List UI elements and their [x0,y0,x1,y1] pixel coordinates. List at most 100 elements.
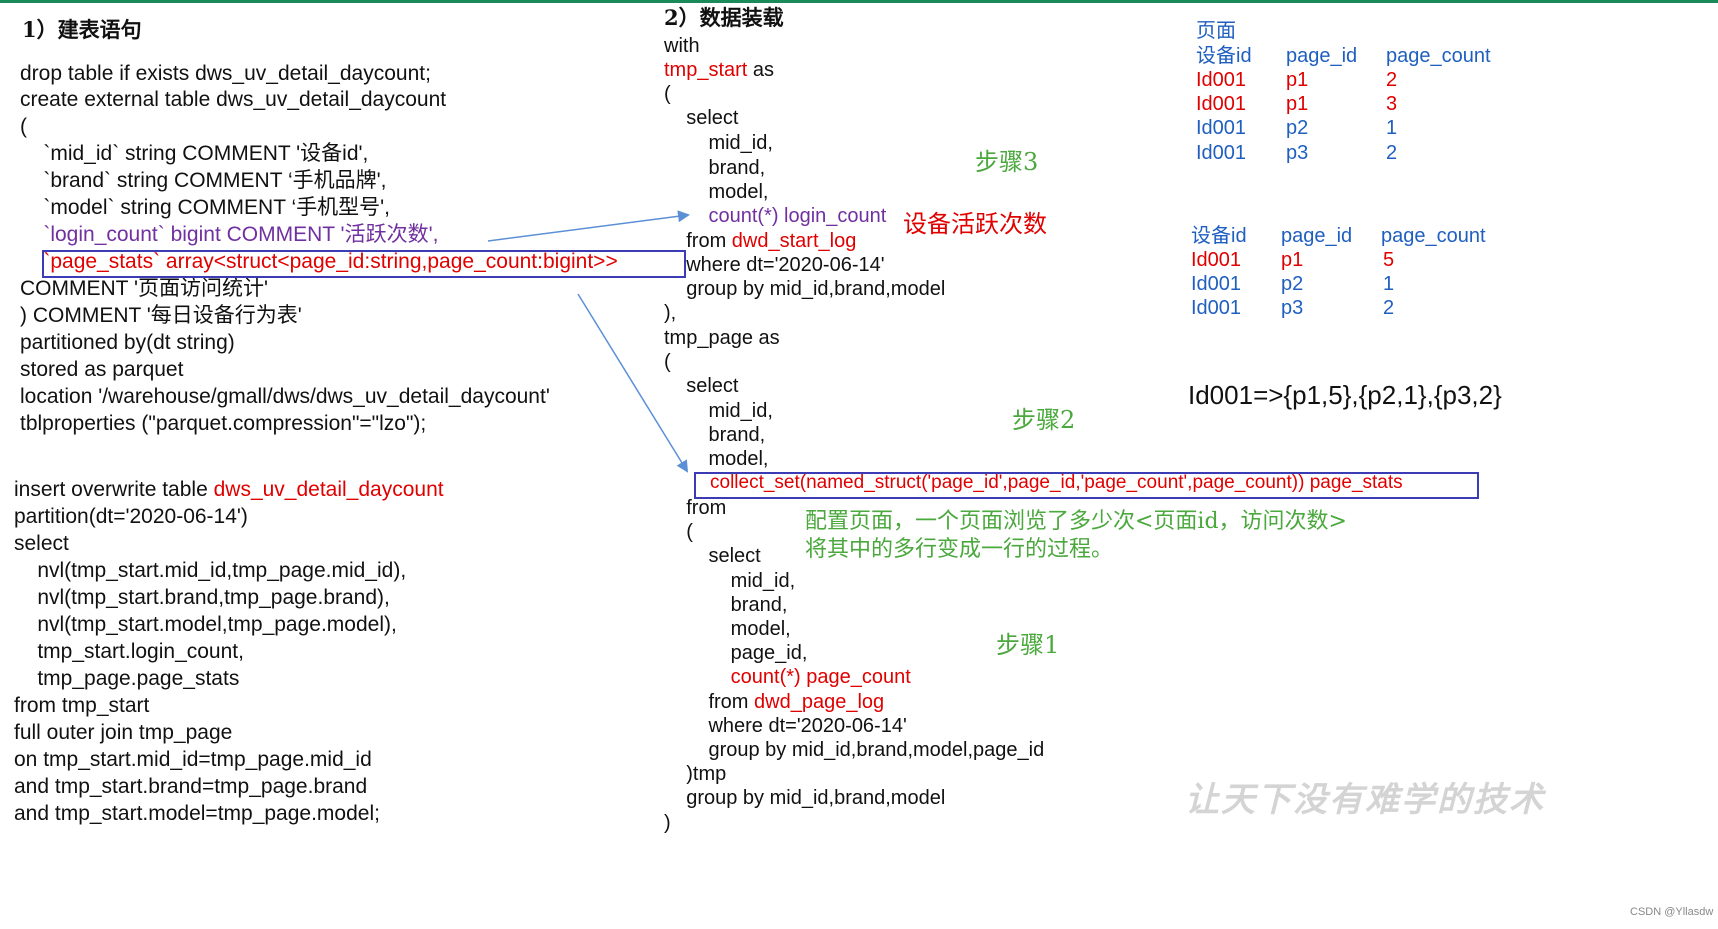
code-line: select [664,107,739,129]
code-line: stored as parquet [20,358,184,381]
code-line-login-count: `login_count` bigint COMMENT '活跃次数', [20,223,439,246]
step1-label: 步骤1 [996,631,1060,659]
code-line: ( [664,351,671,373]
code-line: full outer join tmp_page [14,721,233,744]
collect-set-highlight-box [694,472,1479,499]
watermark: 让天下没有难学的技术 [1185,780,1545,820]
code-line: nvl(tmp_start.mid_id,tmp_page.mid_id), [14,559,407,582]
code-line: nvl(tmp_start.brand,tmp_page.brand), [14,586,390,609]
table2-cell: 1 [1383,273,1395,295]
code-line: COMMENT '页面访问统计' [20,277,268,300]
as-keyword: as [747,59,775,81]
code-line: `mid_id` string COMMENT '设备id', [20,142,369,165]
table1-cell: Id001 [1196,93,1247,115]
code-line: insert overwrite table dws_uv_detail_day… [14,478,444,502]
code-line: tmp_start.login_count, [14,640,244,663]
code-line: where dt='2020-06-14' [664,715,907,737]
code-line: group by mid_id,brand,model [664,787,946,809]
table2-header: 设备id [1191,225,1247,247]
arrow-page-stats [577,293,689,473]
code-line: and tmp_start.brand=tmp_page.brand [14,775,368,798]
table1-cell: Id001 [1196,142,1247,164]
table2-cell: 5 [1383,249,1395,271]
code-line: ), [664,302,677,324]
code-line: tmp_start as [664,58,774,82]
code-line: group by mid_id,brand,model [664,278,946,300]
code-line: brand, [664,157,766,179]
table2-header: page_count [1381,225,1486,247]
tmp-start-name: tmp_start [664,59,748,81]
code-line: tblproperties ("parquet.compression"="lz… [20,412,427,435]
code-line: create external table dws_uv_detail_dayc… [20,88,447,111]
code-line: from dwd_start_log [664,229,856,253]
table2-cell: p3 [1281,297,1304,319]
section1-heading: 1）建表语句 [22,17,142,42]
table2-cell: p2 [1281,273,1304,295]
table1-cell: p2 [1286,117,1309,139]
table1-cell: Id001 [1196,117,1247,139]
code-line: model, [664,448,769,470]
table1-cell: 1 [1386,117,1398,139]
top-accent-bar [0,0,1718,3]
insert-table-name: dws_uv_detail_daycount [213,478,444,501]
table2-header: page_id [1281,225,1353,247]
from-keyword: from [664,230,732,252]
login-count-alias: login_count [784,205,887,227]
count-fn: count(*) [664,205,785,227]
code-line: brand, [664,594,788,616]
code-line: )tmp [664,763,727,785]
code-line: ( [664,83,671,105]
code-line: select [664,375,739,397]
table1-title: 页面 [1196,20,1236,42]
result-text: Id001=>{p1,5},{p2,1},{p3,2} [1188,380,1502,410]
code-line: drop table if exists dws_uv_detail_dayco… [20,62,431,85]
code-line-collect-set: collect_set(named_struct('page_id',page_… [710,472,1403,493]
code-line: `model` string COMMENT ‘手机型号', [20,196,390,219]
table1-cell: Id001 [1196,69,1247,91]
code-line: partitioned by(dt string) [20,331,235,354]
code-line: mid_id, [664,400,773,422]
code-line: mid_id, [664,570,796,592]
code-line: model, [664,618,791,640]
code-line: with [664,35,700,57]
table2-cell: Id001 [1191,249,1242,271]
code-line: model, [664,181,769,203]
code-line: on tmp_start.mid_id=tmp_page.mid_id [14,748,372,771]
code-line: ( [20,115,27,138]
page-stats-highlight-box [42,250,686,278]
table1-header: 设备id [1196,45,1252,67]
from-keyword: from [664,691,755,713]
code-line: select [664,545,761,567]
code-line: ) COMMENT '每日设备行为表' [20,304,302,327]
code-line-page-count: count(*) page_count [664,666,911,688]
code-line: location '/warehouse/gmall/dws/dws_uv_de… [20,385,550,408]
code-line: and tmp_start.model=tmp_page.model; [14,802,380,825]
code-line: from dwd_page_log [664,690,884,714]
code-line: from [664,497,727,519]
step3-label: 步骤3 [975,148,1039,176]
code-line-login-count: count(*) login_count [664,204,886,228]
section2-heading: 2）数据装载 [664,5,784,30]
table1-cell: 3 [1386,93,1398,115]
code-line: ( [664,521,693,543]
code-line: select [14,532,69,555]
code-line: tmp_page as [664,327,780,349]
table2-cell: Id001 [1191,273,1242,295]
table2-cell: Id001 [1191,297,1242,319]
table1-cell: p3 [1286,142,1309,164]
from-table: dwd_page_log [754,691,885,713]
table1-cell: 2 [1386,142,1398,164]
code-line: nvl(tmp_start.model,tmp_page.model), [14,613,397,636]
code-line: brand, [664,424,766,446]
code-line: group by mid_id,brand,model,page_id [664,739,1045,761]
code-line: from tmp_start [14,694,150,717]
table1-header: page_count [1386,45,1491,67]
code-line-page-stats: `page_stats` array<struct<page_id:string… [20,250,618,273]
from-table: dwd_start_log [731,230,857,252]
code-line: partition(dt='2020-06-14') [14,505,248,528]
code-line: page_id, [664,642,808,664]
table2-cell: p1 [1281,249,1304,271]
code-line: mid_id, [664,132,773,154]
explain-line2: 将其中的多行变成一行的过程。 [805,537,1114,562]
